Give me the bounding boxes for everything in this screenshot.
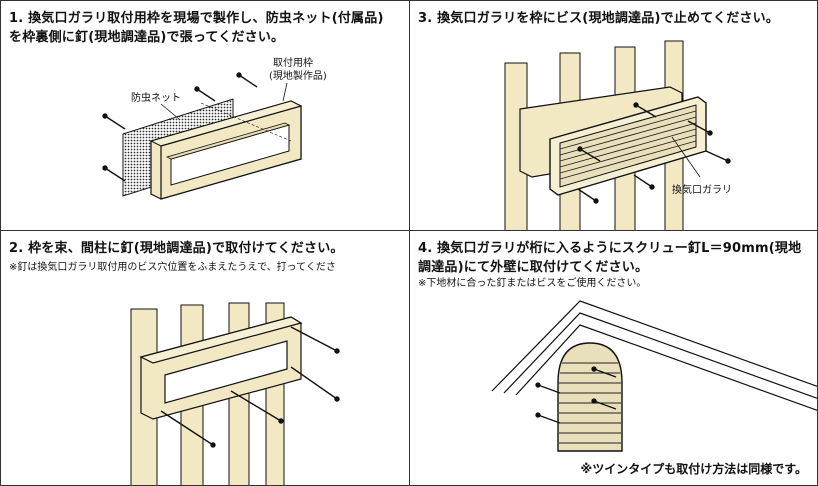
- twin-type-note: ※ツインタイプも取付け方法は同様です。: [580, 462, 807, 476]
- screw-icon: [535, 366, 617, 424]
- frame-label-2: (現地製作品): [269, 69, 327, 82]
- step-3-title: 3. 換気口ガラリを枠にビス(現地調達品)で止めてください。: [418, 11, 780, 26]
- step-4-note: ※下地材に合った釘またはビスをご使用ください。: [418, 278, 647, 289]
- net-label: 防虫ネット: [131, 91, 181, 104]
- nail-icon: [102, 72, 258, 182]
- step-4-illustration: [491, 300, 817, 452]
- step-1-title: 1. 換気口ガラリ取付用枠を現場で製作し、防虫ネット(付属品) を枠裏側に釘(現…: [9, 11, 384, 45]
- screw-icon: [577, 102, 731, 204]
- frame-label-1: 取付用枠: [273, 56, 313, 69]
- step-2-illustration: [130, 302, 340, 485]
- roof-eave: [491, 300, 817, 411]
- step-4-title: 4. 換気口ガラリが桁に入るようにスクリュー釘L＝90mm(現地 調達品)にて外…: [418, 241, 802, 275]
- step-2-title: 2. 枠を束、間柱に釘(現地調達品)で取付けてください。: [9, 241, 344, 256]
- louver-grille: [549, 96, 707, 196]
- step-4-panel: 4. 換気口ガラリが桁に入るようにスクリュー釘L＝90mm(現地 調達品)にて外…: [409, 230, 818, 486]
- louver-grille: [557, 342, 623, 452]
- step-2-panel: 2. 枠を束、間柱に釘(現地調達品)で取付けてください。 ※釘は換気口ガラリ取付…: [0, 230, 410, 486]
- louver-label: 換気口ガラリ: [672, 183, 732, 196]
- step-1-panel: 1. 換気口ガラリ取付用枠を現場で製作し、防虫ネット(付属品) を枠裏側に釘(現…: [0, 0, 410, 231]
- mounting-frame: [139, 316, 303, 420]
- step-3-illustration: 換気口ガラリ: [504, 40, 732, 230]
- step-1-illustration: 防虫ネット 取付用枠 (現地製作品): [102, 56, 327, 200]
- nail-icon: [160, 326, 340, 448]
- step-3-panel: 3. 換気口ガラリを枠にビス(現地調達品)で止めてください。: [409, 0, 818, 231]
- step-2-note: ※釘は換気口ガラリ取付用のビス穴位置をふまえたうえで、打ってくださ: [9, 262, 336, 273]
